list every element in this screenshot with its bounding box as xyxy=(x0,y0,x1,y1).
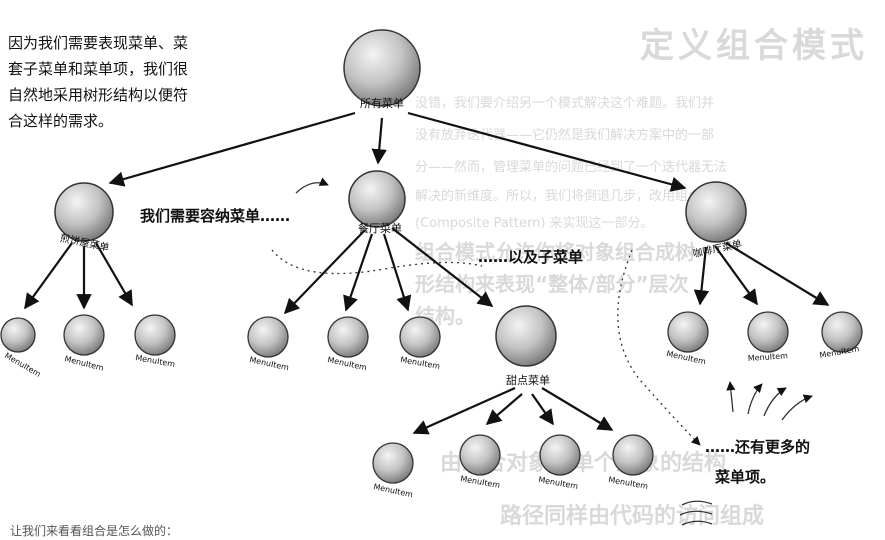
menu-item-node: MenuItem xyxy=(819,311,863,360)
root-node: 所有菜单 xyxy=(343,29,421,110)
menu-item-node: MenuItem xyxy=(666,311,709,366)
menu-item-label: MenuItem xyxy=(819,344,860,360)
contain-menus-annotation: 我们需要容纳菜单…… xyxy=(140,207,291,225)
root-node-label: 所有菜单 xyxy=(360,96,404,110)
intro-line: 自然地采用树形结构以便符 xyxy=(8,86,189,104)
menu-item-label: MenuItem xyxy=(327,355,368,372)
bleed-paragraph-line: 分——然而，管理菜单的问题已经到了一个迭代器无法 xyxy=(415,160,728,175)
bleed-note: 让我们来看看组合是怎么做的： xyxy=(10,524,179,538)
more-items-line: ……还有更多的 xyxy=(705,438,811,456)
menu-item-label: MenuItem xyxy=(249,355,290,372)
intro-line: 合这样的需求。 xyxy=(8,112,114,130)
menu-item-node: MenuItem xyxy=(247,316,290,372)
menu-item-label: MenuItem xyxy=(3,351,42,379)
edge-arrow xyxy=(391,227,494,307)
menu-item-label: MenuItem xyxy=(400,355,441,371)
submenu-annotation: ……以及子菜单 xyxy=(478,248,584,266)
menu-item-label: MenuItem xyxy=(748,351,789,363)
dotted-curve xyxy=(271,249,483,275)
edge-arrow xyxy=(343,233,374,312)
more-items-line: 菜单项。 xyxy=(715,468,776,486)
edge-arrow xyxy=(95,242,133,307)
menu-item-node: MenuItem xyxy=(747,311,789,363)
menu-item-node: MenuItem xyxy=(459,434,501,490)
more-items-annotation: ……还有更多的 菜单项。 xyxy=(705,432,810,492)
menu-item-node: MenuItem xyxy=(538,434,581,491)
intro-line: 因为我们需要表现菜单、菜 xyxy=(8,34,189,52)
menu-node-cafe: 咖啡厅菜单 xyxy=(685,181,747,260)
menu-item-node: MenuItem xyxy=(399,316,441,371)
menu-node-pancake: 煎饼屋菜单 xyxy=(54,182,114,254)
intro-annotation: 因为我们需要表现菜单、菜 套子菜单和菜单项，我们很 自然地采用树形结构以便符 合… xyxy=(8,30,278,134)
bleed-heading: 路径同样由代码的访问组成 xyxy=(500,504,765,529)
menu-node-label: 甜点菜单 xyxy=(506,374,550,387)
bleed-paragraph-line: 没错，我们要介绍另一个模式解决这个难题。我们并 xyxy=(415,96,715,111)
edge-arrow xyxy=(407,111,687,192)
menu-item-node: MenuItem xyxy=(134,314,176,369)
menu-node-label: 餐厅菜单 xyxy=(358,221,402,235)
intro-line: 套子菜单和菜单项，我们很 xyxy=(8,60,189,78)
tree-edges xyxy=(24,111,830,435)
edge-arrow xyxy=(714,245,758,306)
bleed-paragraph-line: (Composite Pattern) 来实现这一部分。 xyxy=(415,216,654,231)
edge-arrow xyxy=(108,111,356,187)
bleed-paragraph-line: 没有放弃迭代器——它仍然是我们解决方案中的一部 xyxy=(415,128,715,143)
bleed-heading: 形结构来表现“整体/部分”层次 xyxy=(415,272,689,296)
up-arrow xyxy=(747,383,763,415)
edge-arrow xyxy=(371,117,387,165)
menu-item-label: MenuItem xyxy=(538,475,579,491)
menu-item-label: MenuItem xyxy=(460,474,501,490)
menu-item-node: MenuItem xyxy=(63,314,105,373)
edge-arrow xyxy=(531,393,554,426)
edge-arrow xyxy=(485,393,523,426)
edge-arrow xyxy=(725,242,830,306)
up-arrow xyxy=(726,381,736,413)
edge-arrow xyxy=(382,233,412,312)
edge-arrow xyxy=(24,242,73,310)
menu-item-label: MenuItem xyxy=(373,482,414,499)
menu-item-node: MenuItem xyxy=(0,317,42,379)
menu-item-node: MenuItem xyxy=(372,442,414,499)
edge-arrow xyxy=(283,229,366,315)
menu-item-node: MenuItem xyxy=(608,434,654,491)
menu-node-diner: 餐厅菜单 xyxy=(348,170,406,235)
wave-line xyxy=(681,500,713,506)
menu-item-label: MenuItem xyxy=(64,354,105,373)
edge-arrow xyxy=(541,387,614,431)
bleed-title: 定义组合模式 xyxy=(640,26,868,66)
curved-arrow xyxy=(295,177,329,194)
wave-line xyxy=(679,510,713,516)
edge-arrow xyxy=(693,246,710,306)
menu-node-dessert: 甜点菜单 xyxy=(495,305,557,387)
wave-line xyxy=(681,520,713,526)
pointer-squiggles xyxy=(271,177,813,526)
bleed-heading: 组合模式允许你将对象组合成树 xyxy=(415,240,695,264)
menu-item-label: MenuItem xyxy=(135,353,176,369)
up-arrow xyxy=(781,394,813,421)
menu-item-label: MenuItem xyxy=(608,475,649,491)
edge-arrow xyxy=(412,386,516,435)
up-arrow xyxy=(763,387,787,417)
menu-item-node: MenuItem xyxy=(327,316,369,372)
bleed-paragraph-line: 解决的新维度。所以，我们将倒退几步，改用组合模式 xyxy=(415,189,728,204)
dotted-curve xyxy=(617,249,701,446)
